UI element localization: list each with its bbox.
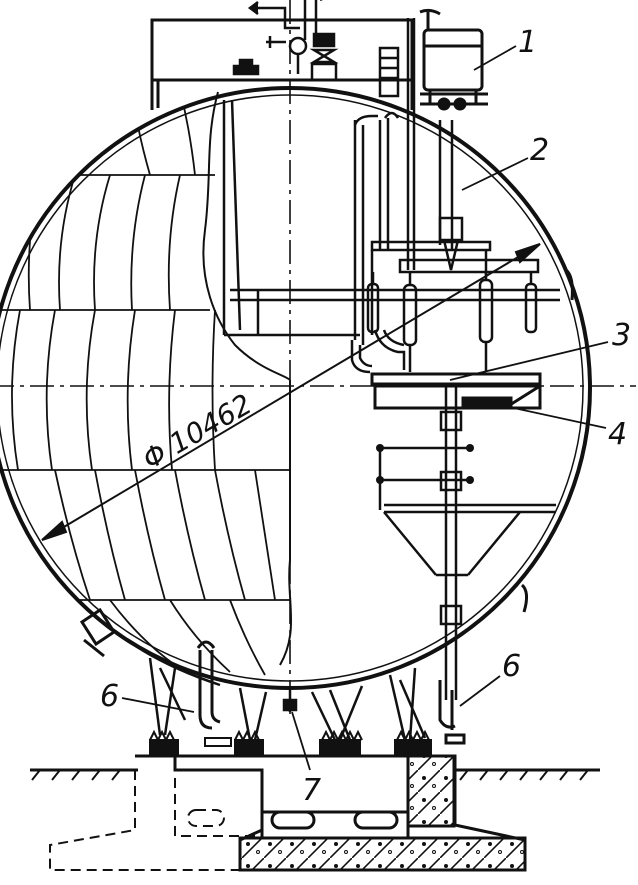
top-instrument [419,8,488,111]
top-valves [232,1,400,98]
side-manhole [79,607,117,658]
internal-frame [222,18,560,345]
column-nodes [376,444,474,484]
foundation [135,754,527,872]
callout-4: 4 [608,417,627,452]
leader-lines [121,45,609,771]
diameter-dimension [41,243,541,541]
hanging-units [366,272,538,372]
callout-1: 1 [518,25,537,60]
base-plates [149,729,432,755]
bottom-pipes [196,640,466,745]
callout-6-left: 6 [100,679,119,714]
callout-3: 3 [612,318,631,353]
callout-7: 7 [302,773,321,808]
central-column [378,386,556,700]
petal-plates [0,89,290,676]
foundation-hidden-lines [49,770,255,871]
callout-2: 2 [530,133,549,168]
pipes [303,0,464,374]
top-housing [150,18,414,110]
callout-6-right: 6 [502,649,521,684]
ground [30,768,600,781]
right-nozzle [520,268,574,613]
